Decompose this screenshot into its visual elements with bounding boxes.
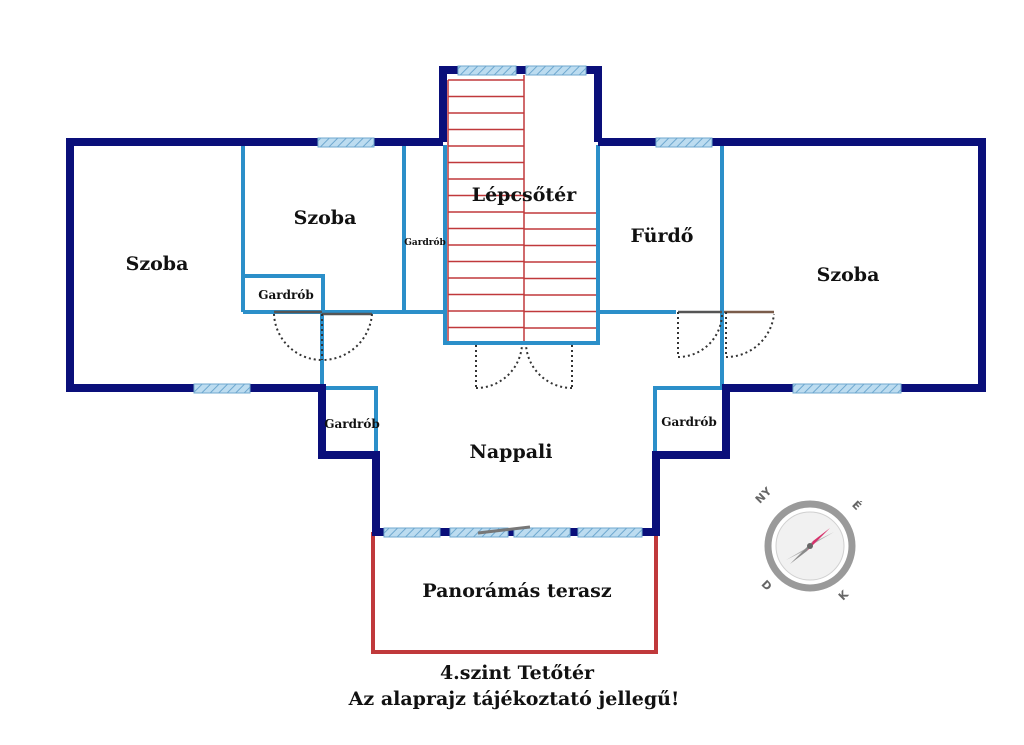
room-label-lepcsoter: Lépcsőtér: [472, 184, 578, 206]
room-label-gardrob-left: Gardrób: [324, 417, 379, 431]
caption-disclaimer: Az alaprajz tájékoztató jellegű!: [348, 688, 680, 710]
room-label-terasz: Panorámás terasz: [422, 580, 612, 602]
room-label-szoba-mid: Szoba: [294, 207, 357, 229]
staircase: [447, 75, 596, 343]
room-label-furdo: Fürdő: [631, 225, 694, 247]
room-label-szoba-right: Szoba: [817, 264, 880, 286]
room-label-gardrob-strip: Gardrób: [404, 237, 446, 248]
compass-d: D: [759, 578, 775, 594]
room-label-szoba-left: Szoba: [126, 253, 189, 275]
compass-ny: NY: [753, 484, 775, 506]
compass-e: É: [849, 498, 864, 513]
room-label-nappali: Nappali: [470, 441, 553, 463]
caption-level: 4.szint Tetőtér: [440, 662, 595, 684]
windows: [193, 65, 902, 538]
room-label-gardrob-mid: Gardrób: [258, 288, 313, 302]
inner-walls: [241, 145, 724, 452]
door-swings: [273, 310, 775, 390]
compass-icon: NY É D K: [753, 484, 864, 603]
sliding-door: [477, 525, 531, 535]
compass-k: K: [836, 588, 852, 604]
terrace-outline: [371, 532, 658, 654]
room-label-gardrob-right: Gardrób: [661, 415, 716, 429]
